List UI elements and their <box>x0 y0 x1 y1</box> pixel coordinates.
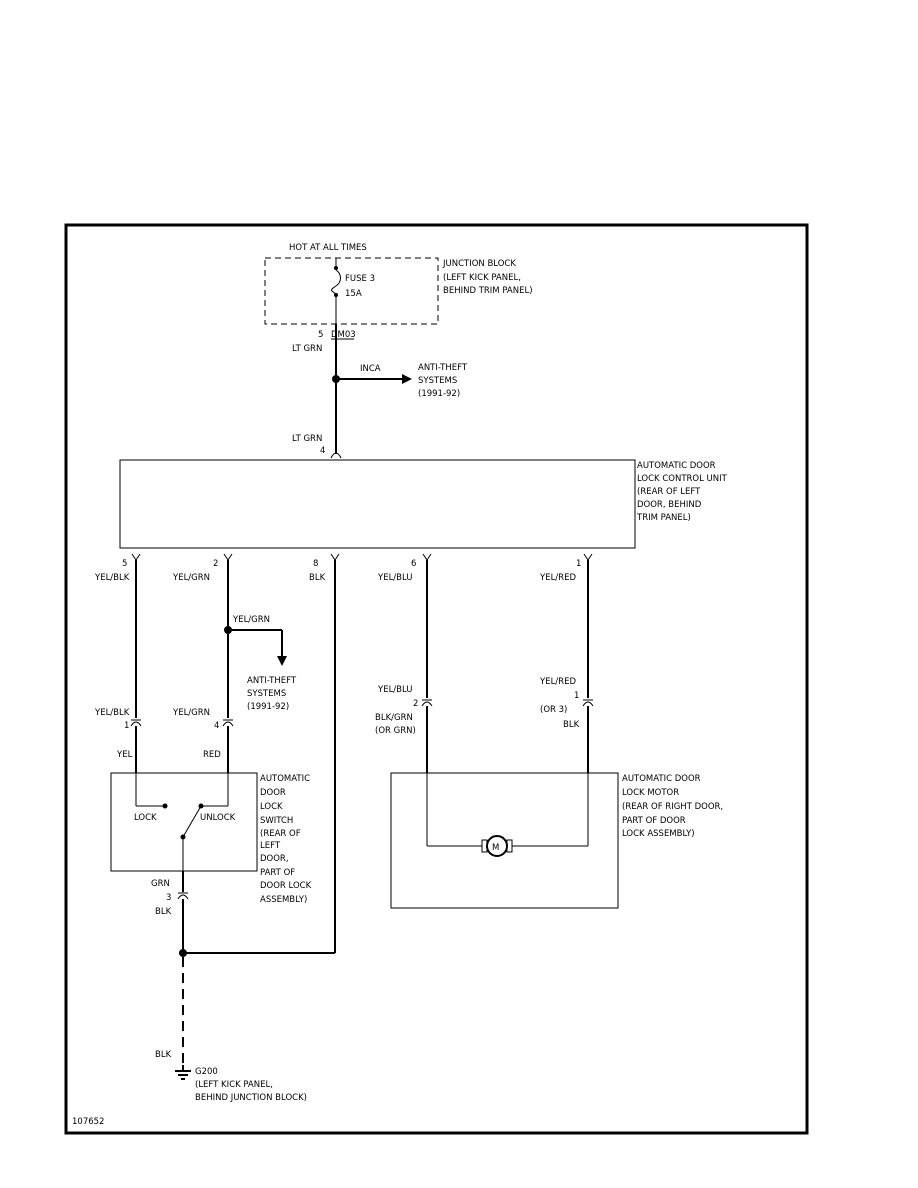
control-unit-line1: AUTOMATIC DOOR <box>637 461 716 471</box>
wire-grn-label: GRN <box>151 879 170 889</box>
motor-symbol-letter: M <box>492 843 499 853</box>
connector-pin5-symbol <box>131 553 141 561</box>
splice-yel-grn-label: YEL/GRN <box>232 615 270 625</box>
ground-location-1: (LEFT KICK PANEL, <box>195 1080 273 1090</box>
pin-2: 2 <box>213 559 218 569</box>
switch-line4: SWITCH <box>260 816 293 826</box>
arrow-right-icon <box>402 374 412 384</box>
anti-theft-1-line2: SYSTEMS <box>418 376 457 386</box>
junction-connector-id: DM03 <box>331 330 356 340</box>
connector-pin-1b: 1 <box>574 691 579 701</box>
anti-theft-2-line2: SYSTEMS <box>247 689 286 699</box>
anti-theft-1-line3: (1991-92) <box>418 389 460 399</box>
connector-c1b-symbol <box>582 699 594 707</box>
switch-line8: PART OF <box>260 868 295 878</box>
switch-line9: DOOR LOCK <box>260 881 312 891</box>
junction-block-location-2: BEHIND TRIM PANEL) <box>443 286 533 296</box>
wire-yel-blu-label: YEL/BLU <box>377 573 413 583</box>
junction-pin-number: 5 <box>318 330 323 340</box>
wire-yel-blk-label: YEL/BLK <box>94 573 130 583</box>
connector-c4-symbol <box>222 719 234 727</box>
junction-block-title: JUNCTION BLOCK <box>442 259 516 269</box>
motor-line1: AUTOMATIC DOOR <box>622 774 701 784</box>
switch-line10: ASSEMBLY) <box>260 895 307 905</box>
connector-pin-3: 3 <box>166 893 171 903</box>
connector-pin1-symbol <box>583 553 593 561</box>
fuse-symbol <box>331 269 341 295</box>
pin-1: 1 <box>576 559 581 569</box>
wire-yel-grn-label: YEL/GRN <box>172 573 210 583</box>
control-unit-line5: TRIM PANEL) <box>636 513 691 523</box>
control-unit-line3: (REAR OF LEFT <box>637 487 701 497</box>
ground-location-2: BEHIND JUNCTION BLOCK) <box>195 1093 307 1103</box>
wire-or3-label: (OR 3) <box>540 705 567 715</box>
ground-name: G200 <box>195 1067 218 1077</box>
wire-blk-motor-label: BLK <box>563 720 580 730</box>
wire-blk-switch-label: BLK <box>155 907 172 917</box>
pin-6: 6 <box>411 559 416 569</box>
connector-c2-symbol <box>421 699 433 707</box>
switch-line1: AUTOMATIC <box>260 774 310 784</box>
control-unit-line2: LOCK CONTROL UNIT <box>637 474 728 484</box>
wire-lt-grn-label-2: LT GRN <box>292 434 322 444</box>
switch-line3: LOCK <box>260 802 283 812</box>
switch-blade <box>182 805 202 838</box>
pin-8: 8 <box>313 559 318 569</box>
fuse-name: FUSE 3 <box>345 274 375 284</box>
connector-pin4-symbol <box>330 452 342 459</box>
switch-line6: LEFT <box>260 841 281 851</box>
wire-blk-ground-label: BLK <box>155 1050 172 1060</box>
wire-blk-label: BLK <box>309 573 326 583</box>
wire-lt-grn-label-top: LT GRN <box>292 344 322 354</box>
wire-yel-red-label: YEL/RED <box>539 573 576 583</box>
pin-5: 5 <box>122 559 127 569</box>
control-unit-line4: DOOR, BEHIND <box>637 500 702 510</box>
splice-ground <box>179 949 187 957</box>
connector-c1-symbol <box>130 719 142 727</box>
connector-pin6-symbol <box>422 553 432 561</box>
connector-c3-symbol <box>177 892 189 900</box>
wire-yel-label: YEL <box>116 750 133 760</box>
arrow-down-icon <box>277 656 287 666</box>
wire-yel-red-label-2: YEL/RED <box>539 677 576 687</box>
switch-line7: DOOR, <box>260 854 289 864</box>
motor-icon <box>486 835 508 857</box>
connector-pin-1: 1 <box>124 721 129 731</box>
wire-yel-grn-label-2: YEL/GRN <box>172 708 210 718</box>
wire-blk-grn-label: BLK/GRN <box>375 713 413 723</box>
anti-theft-2-line3: (1991-92) <box>247 702 289 712</box>
connector-pin-4: 4 <box>214 721 219 731</box>
fuse-terminal-top <box>334 266 338 270</box>
control-unit-box <box>119 459 636 549</box>
control-unit-pin-4: 4 <box>320 446 325 456</box>
inca-label: INCA <box>360 364 381 374</box>
wire-red-label: RED <box>203 750 221 760</box>
anti-theft-2-line1: ANTI-THEFT <box>247 676 297 686</box>
fuse-rating: 15A <box>345 289 362 299</box>
connector-pin2-symbol <box>223 553 233 561</box>
junction-block-box <box>264 257 439 325</box>
diagram-frame <box>64 223 809 1135</box>
motor-line3: (REAR OF RIGHT DOOR, <box>622 802 723 812</box>
wire-or-grn-label: (OR GRN) <box>375 726 416 736</box>
hot-at-all-times-label: HOT AT ALL TIMES <box>289 243 367 253</box>
switch-line5: (REAR OF <box>260 829 301 839</box>
connector-pin-2: 2 <box>413 699 418 709</box>
switch-lock-contact <box>162 803 168 809</box>
motor-line5: LOCK ASSEMBLY) <box>622 829 695 839</box>
unlock-label: UNLOCK <box>200 813 236 823</box>
anti-theft-1-line1: ANTI-THEFT <box>418 363 468 373</box>
switch-line2: DOOR <box>260 788 286 798</box>
wire-yel-blu-label-2: YEL/BLU <box>377 685 413 695</box>
motor-line4: PART OF DOOR <box>622 816 686 826</box>
motor-box <box>390 772 619 909</box>
lock-label: LOCK <box>134 813 157 823</box>
connector-pin8-symbol <box>330 553 340 561</box>
fuse-terminal-bottom <box>334 293 338 297</box>
junction-block-location-1: (LEFT KICK PANEL, <box>443 273 521 283</box>
wire-yel-blk-label-2: YEL/BLK <box>94 708 130 718</box>
motor-line2: LOCK MOTOR <box>622 788 679 798</box>
figure-id: 107652 <box>72 1117 104 1127</box>
